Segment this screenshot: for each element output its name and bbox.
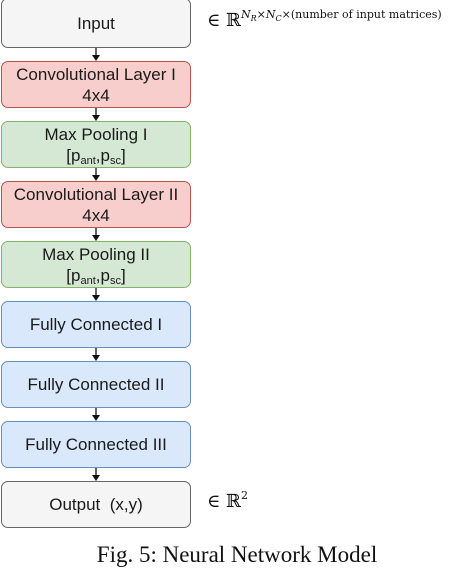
arrowhead-8 (92, 475, 100, 481)
conv-layer-1-node: Convolutional Layer I 4x4 (1, 61, 191, 108)
input-space-superscript: NR×NC×(number of input matrices) (241, 8, 442, 23)
fully-connected-2-label: Fully Connected II (27, 375, 165, 394)
arrowhead-5 (92, 295, 100, 301)
conv-layer-2-title: Convolutional Layer II (13, 184, 179, 204)
fully-connected-3-node: Fully Connected III (1, 421, 191, 468)
max-pooling-2-title: Max Pooling II (42, 244, 150, 264)
conv-layer-2-node: Convolutional Layer II 4x4 (1, 181, 191, 228)
arrowhead-1 (92, 55, 100, 61)
fully-connected-2-node: Fully Connected II (1, 361, 191, 408)
conv-layer-1-title: Convolutional Layer I (16, 64, 176, 84)
output-space-annotation: ∈ ℝ2 (207, 489, 249, 512)
output-node: Output (x,y) (1, 481, 191, 528)
input-label: Input (77, 13, 115, 33)
max-pooling-1-node: Max Pooling I [pant,psc] (1, 121, 191, 168)
max-pooling-1-title: Max Pooling I (44, 124, 148, 144)
input-node: Input (1, 0, 191, 48)
output-label: Output (x,y) (49, 495, 143, 514)
max-pooling-1-params: [pant,psc] (66, 145, 126, 167)
arrowhead-2 (92, 115, 100, 121)
arrowhead-3 (92, 175, 100, 181)
arrowhead-6 (92, 355, 100, 361)
fully-connected-1-label: Fully Connected I (29, 315, 163, 334)
fully-connected-1-node: Fully Connected I (1, 301, 191, 348)
max-pooling-2-node: Max Pooling II [pant,psc] (1, 241, 191, 288)
conv-layer-2-kernel: 4x4 (82, 205, 110, 225)
figure-caption: Fig. 5: Neural Network Model (96, 542, 378, 567)
conv-layer-1-kernel: 4x4 (82, 85, 110, 105)
max-pooling-2-params: [pant,psc] (66, 265, 126, 287)
arrowhead-7 (92, 415, 100, 421)
arrowhead-4 (92, 235, 100, 241)
output-space-superscript: 2 (241, 489, 249, 502)
fully-connected-3-label: Fully Connected III (25, 435, 167, 454)
input-space-annotation: ∈ ℝNR×NC×(number of input matrices) (207, 8, 442, 31)
